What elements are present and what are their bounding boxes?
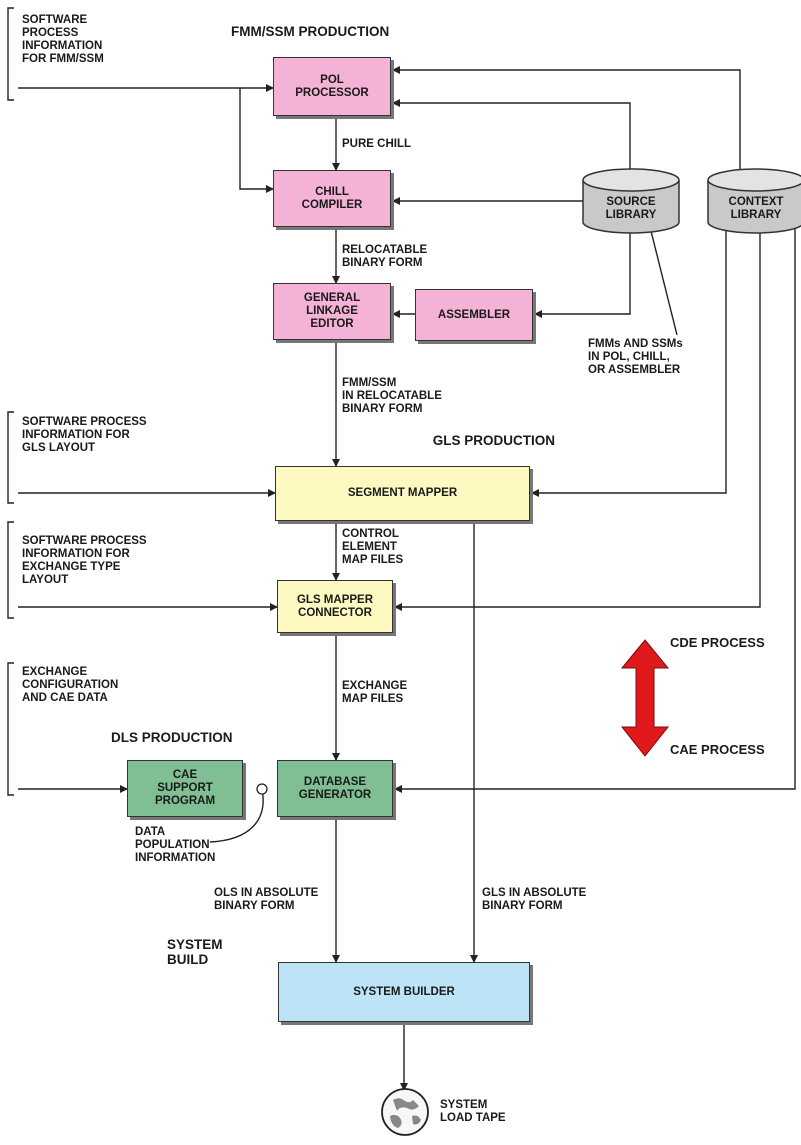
label-system-load-tape: SYSTEM LOAD TAPE [440,1099,506,1124]
database-generator-box: DATABASE GENERATOR [277,760,393,817]
section-system-build-title: SYSTEM BUILD [167,937,223,967]
section-gls-title: GLS PRODUCTION [432,433,555,448]
label-data-population: DATA POPULATION INFORMATION [135,826,216,864]
label-cde-process: CDE PROCESS [670,635,765,650]
section-dls-title: DLS PRODUCTION [111,730,233,745]
label-pure-chill: PURE CHILL [342,138,411,150]
general-linkage-editor-box: GENERAL LINKAGE EDITOR [273,283,391,340]
cae-support-program-box: CAE SUPPORT PROGRAM [127,760,243,817]
label-exchange-map: EXCHANGE MAP FILES [342,680,408,705]
context-library-label: CONTEXT LIBRARY [728,196,784,221]
context-library-cylinder [707,168,801,234]
assembler-box: ASSEMBLER [415,289,533,341]
label-relocatable: RELOCATABLE BINARY FORM [342,244,428,269]
source-library-cylinder [582,168,680,234]
pol-processor-box: POL PROCESSOR [273,57,391,116]
label-cae-process: CAE PROCESS [670,742,765,757]
gls-mapper-connector-box: GLS MAPPER CONNECTOR [277,580,393,633]
label-gls-absolute: GLS IN ABSOLUTE BINARY FORM [482,887,587,912]
system-builder-box: SYSTEM BUILDER [278,962,530,1022]
chill-compiler-box: CHILL COMPILER [273,170,391,227]
label-fmm-ssm-languages: FMMs AND SSMs IN POL, CHILL, OR ASSEMBLE… [588,338,683,376]
cde-cae-arrow [620,639,670,757]
segment-mapper-box: SEGMENT MAPPER [275,466,530,521]
input-exchange-config: EXCHANGE CONFIGURATION AND CAE DATA [22,666,119,704]
label-control-element: CONTROL ELEMENT MAP FILES [342,528,404,566]
source-library-label: SOURCE LIBRARY [605,196,657,221]
tape-globe-icon [381,1088,429,1136]
input-gls-layout-info: SOFTWARE PROCESS INFORMATION FOR GLS LAY… [22,416,147,454]
section-fmm-ssm-title: FMM/SSM PRODUCTION [231,24,390,39]
label-fmm-ssm-relocatable: FMM/SSM IN RELOCATABLE BINARY FORM [342,377,442,415]
input-fmm-ssm-info: SOFTWARE PROCESS INFORMATION FOR FMM/SSM [22,14,104,65]
label-ols-absolute: OLS IN ABSOLUTE BINARY FORM [214,887,319,912]
input-exchange-type-info: SOFTWARE PROCESS INFORMATION FOR EXCHANG… [22,535,147,586]
